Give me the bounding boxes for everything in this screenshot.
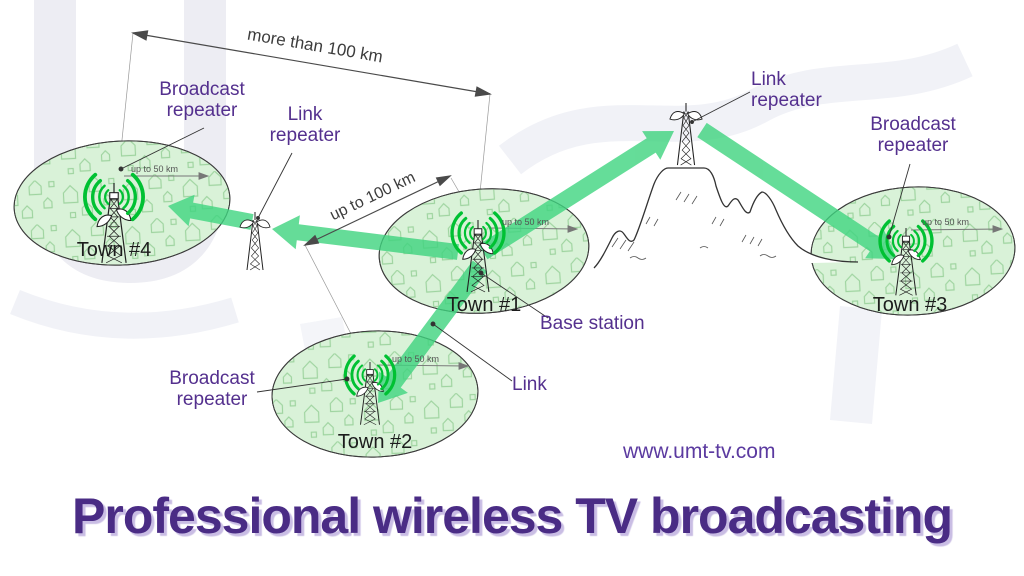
- town1-name: Town #1: [446, 294, 522, 316]
- west-link-repeater-tower: [239, 211, 271, 271]
- mountain-range: [593, 167, 859, 269]
- label-link-repeater-mountain: Link repeater: [751, 69, 822, 112]
- annotation-leader-lines: [118, 91, 911, 393]
- signal-path-arrows: [168, 122, 897, 403]
- page-title: Professional wireless TV broadcasting: [72, 488, 953, 544]
- town4-coverage-label: up to 50 km: [131, 164, 179, 174]
- town2-name: Town #2: [337, 431, 413, 453]
- town3-name: Town #3: [872, 294, 948, 316]
- label-broadcast-repeater-town4: Broadcast repeater: [159, 79, 245, 122]
- website-url: www.umt-tv.com: [623, 440, 776, 463]
- arrow-mountain-to-town3: [697, 122, 897, 260]
- mountain-hatching: [611, 191, 777, 260]
- label-broadcast-repeater-town2: Broadcast repeater: [169, 368, 255, 411]
- dimension-town4-town1: [131, 30, 492, 97]
- arrow-town1-to-mountain: [478, 131, 674, 260]
- arrow-town1-to-link-repeater: [272, 215, 459, 260]
- town1-coverage-label: up to 50 km: [502, 217, 550, 227]
- label-broadcast-repeater-town3: Broadcast repeater: [870, 114, 956, 157]
- arrow-link-repeater-to-town4: [168, 194, 254, 230]
- town2-coverage-label: up to 50 km: [392, 354, 440, 364]
- town3-coverage-label: up to 50 km: [922, 217, 970, 227]
- label-link-repeater-west: Link repeater: [269, 104, 341, 147]
- label-link: Link: [512, 374, 547, 395]
- label-base-station: Base station: [540, 313, 645, 334]
- arrow-town1-to-town2: [378, 260, 488, 403]
- town4-name: Town #4: [76, 239, 152, 261]
- dimension-town1-link-repeater: [303, 175, 452, 246]
